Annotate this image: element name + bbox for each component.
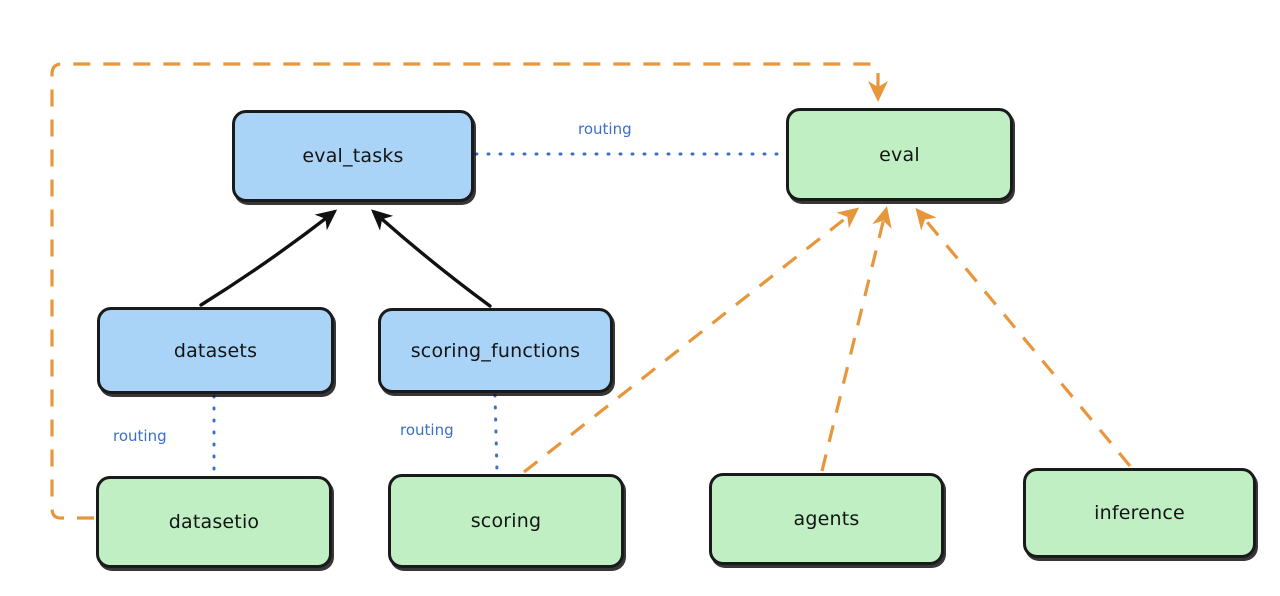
node-scoring-functions[interactable]: scoring_functions [378,308,613,393]
edge-label-routing-eval-tasks: routing [578,120,632,138]
edge-label-routing-scoring-functions: routing [400,421,454,439]
node-datasets[interactable]: datasets [97,307,334,394]
edge-scoring-functions-to-eval-tasks [371,209,492,308]
node-agents[interactable]: agents [709,473,944,565]
edge-datasets-to-eval-tasks [199,209,338,307]
edge-agents-to-eval [820,206,892,472]
node-eval[interactable]: eval [786,108,1013,201]
node-scoring[interactable]: scoring [388,474,624,568]
edge-label-routing-datasets: routing [113,427,167,445]
edge-scoring-functions-to-scoring [493,393,499,474]
node-inference-label: inference [1094,502,1185,524]
edge-inference-to-eval [915,207,1132,468]
edge-scoring-to-eval [523,207,860,474]
edge-datasetio-to-eval [50,62,888,520]
node-eval-tasks[interactable]: eval_tasks [232,110,474,202]
node-scoring-label: scoring [470,510,542,532]
node-datasetio-label: datasetio [168,511,260,533]
node-eval-tasks-label: eval_tasks [302,145,404,167]
node-eval-label: eval [879,143,920,166]
node-scoring-functions-label: scoring_functions [410,339,581,362]
node-inference[interactable]: inference [1023,468,1256,558]
node-datasetio[interactable]: datasetio [96,476,332,568]
node-agents-label: agents [793,508,860,530]
node-datasets-label: datasets [173,339,258,362]
